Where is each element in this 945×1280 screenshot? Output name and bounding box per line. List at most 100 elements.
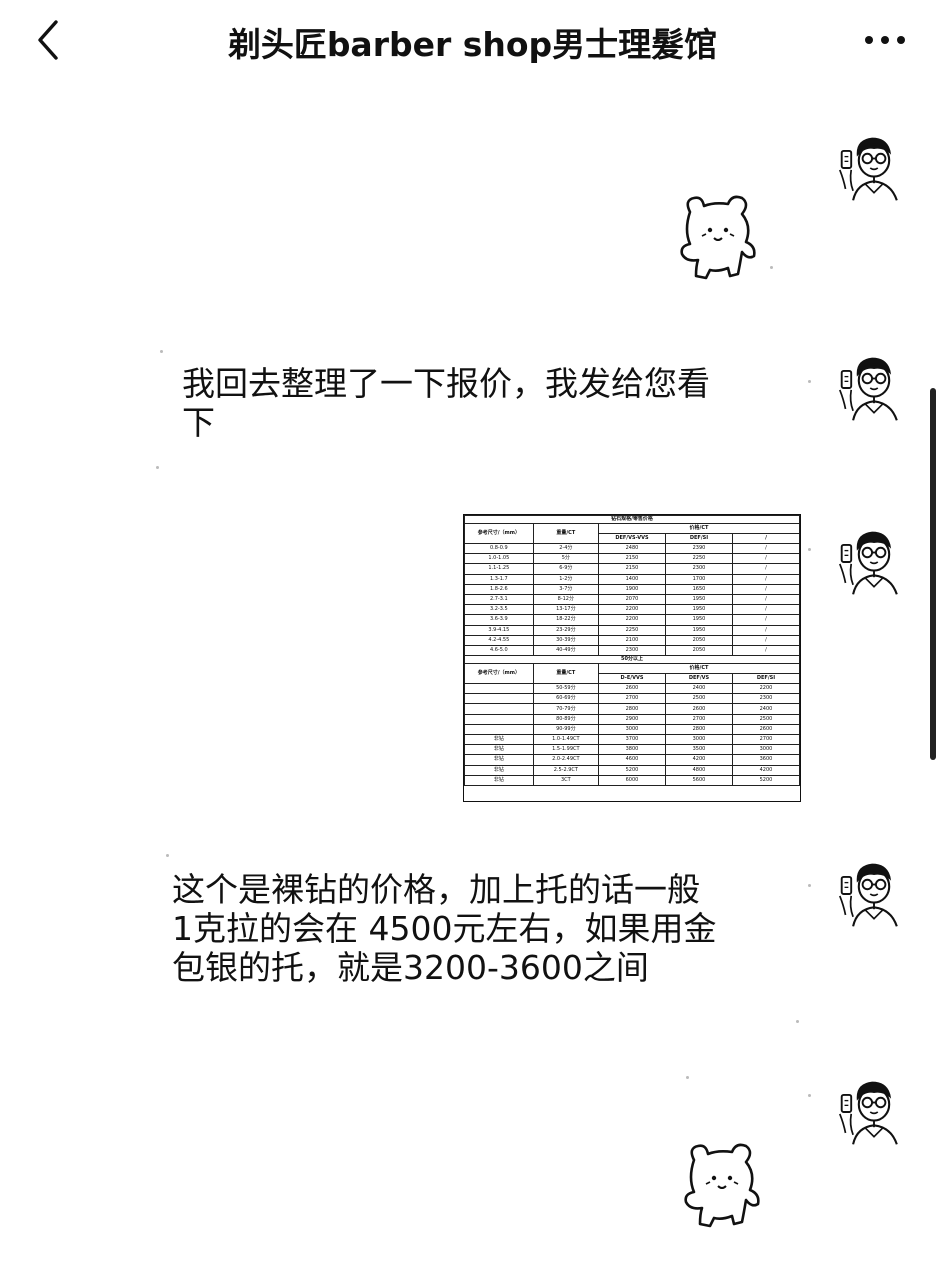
table-cell: 3500 xyxy=(664,744,733,756)
speckle xyxy=(156,466,159,469)
table-cell: 3.9-4.15 xyxy=(464,624,534,636)
table-cell: 4200 xyxy=(731,764,800,776)
table-cell: 6000 xyxy=(597,774,666,786)
table-cell: 1950 xyxy=(664,624,733,636)
table-cell: 40-49分 xyxy=(532,644,599,657)
table-cell: 2700 xyxy=(597,693,666,705)
sender-avatar[interactable] xyxy=(836,524,912,600)
column-header: DEF/SI xyxy=(664,533,733,544)
table-cell: 2070 xyxy=(597,593,666,606)
table-cell: 5200 xyxy=(597,764,666,776)
table-cell: 90-99分 xyxy=(532,723,599,736)
sender-avatar[interactable] xyxy=(836,856,912,932)
table-cell: 2500 xyxy=(664,693,733,705)
table-cell: 非钻 xyxy=(464,744,534,756)
sender-avatar[interactable] xyxy=(836,130,912,206)
table-cell: 30-39分 xyxy=(532,634,599,646)
column-header: 重量/CT xyxy=(532,523,599,544)
table-cell: 1.0-1.05 xyxy=(464,553,534,565)
chat-title: 剃头匠barber shop男士理髮馆 xyxy=(227,25,718,64)
table-cell: 1400 xyxy=(597,573,666,585)
table-cell: 2250 xyxy=(664,553,733,565)
table-cell: 2700 xyxy=(664,713,733,725)
table-cell: 2300 xyxy=(731,693,800,705)
column-group-header: 价格/CT xyxy=(597,663,800,675)
chat-header: 剃头匠barber shop男士理髮馆 xyxy=(0,0,945,88)
table-cell: 2600 xyxy=(664,703,733,715)
column-header: D-E/VVS xyxy=(597,673,666,685)
table-cell: 2400 xyxy=(664,683,733,695)
table-cell: 1950 xyxy=(664,593,733,606)
table-cell: 1.3-1.7 xyxy=(464,573,534,585)
table-cell: 1.8-2.6 xyxy=(464,583,534,595)
avatar-icon xyxy=(838,136,898,202)
back-button[interactable] xyxy=(30,18,70,62)
message-sticker[interactable] xyxy=(672,190,764,286)
table-cell: 23-29分 xyxy=(532,624,599,636)
chevron-left-icon xyxy=(38,20,58,60)
table-cell: 非钻 xyxy=(464,733,534,746)
table-cell: 70-79分 xyxy=(532,703,599,715)
speckle xyxy=(796,1020,799,1023)
message-sticker[interactable] xyxy=(676,1138,768,1234)
sender-avatar[interactable] xyxy=(836,350,912,426)
table-cell: 2390 xyxy=(664,542,733,555)
column-header: DEF/VS xyxy=(664,673,733,685)
table-cell: / xyxy=(731,593,800,606)
table-cell: 2480 xyxy=(597,542,666,555)
table-cell: 5600 xyxy=(664,774,733,786)
table-cell: 13-17分 xyxy=(532,604,599,616)
section-title: 50分以上 xyxy=(464,655,800,665)
table-cell: 2900 xyxy=(597,713,666,725)
table-cell: 3800 xyxy=(597,744,666,756)
table-cell: 6-9分 xyxy=(532,563,599,575)
table-cell: 4.2-4.55 xyxy=(464,634,534,646)
table-cell: 2200 xyxy=(731,683,800,695)
column-header: DEF/SI xyxy=(731,673,800,685)
message-text[interactable]: 这个是裸钻的价格，加上托的话一般 1克拉的会在 4500元左右，如果用金 包银的… xyxy=(172,870,716,987)
table-cell: 非钻 xyxy=(464,754,534,766)
more-button[interactable] xyxy=(861,28,909,52)
table-cell: / xyxy=(731,542,800,555)
column-header: 参考尺寸/（mm） xyxy=(464,523,534,544)
table-cell: 2.5-2.9CT xyxy=(532,764,599,776)
table-cell: 3600 xyxy=(731,754,800,766)
table-cell: 非钻 xyxy=(464,764,534,776)
table-cell: / xyxy=(731,573,800,585)
table-cell: / xyxy=(731,553,800,565)
speckle xyxy=(770,266,773,269)
table-cell: 60-69分 xyxy=(532,693,599,705)
section-title-row: 50分以上 xyxy=(464,655,800,665)
speckle xyxy=(808,548,811,551)
table-cell: 2500 xyxy=(731,713,800,725)
message-text[interactable]: 我回去整理了一下报价，我发给您看 下 xyxy=(182,364,710,442)
scrollbar[interactable] xyxy=(930,388,936,760)
table-title: 钻石规格/零售价格 xyxy=(464,515,800,524)
table-cell xyxy=(464,683,534,695)
message-line: 我回去整理了一下报价，我发给您看 xyxy=(182,364,710,403)
table-cell: / xyxy=(731,583,800,595)
table-cell: 3CT xyxy=(532,774,599,786)
table-cell: / xyxy=(731,634,800,646)
table-cell: 2800 xyxy=(664,723,733,736)
bear-sticker-icon xyxy=(684,1143,760,1228)
avatar-icon xyxy=(838,356,898,422)
table-cell: 2300 xyxy=(664,563,733,575)
table-cell: 3700 xyxy=(597,733,666,746)
table-cell: / xyxy=(731,563,800,575)
table-cell xyxy=(464,713,534,725)
sender-avatar[interactable] xyxy=(836,1074,912,1150)
table-cell: 3000 xyxy=(597,723,666,736)
table-cell: 2700 xyxy=(731,733,800,746)
table-cell: 4200 xyxy=(664,754,733,766)
